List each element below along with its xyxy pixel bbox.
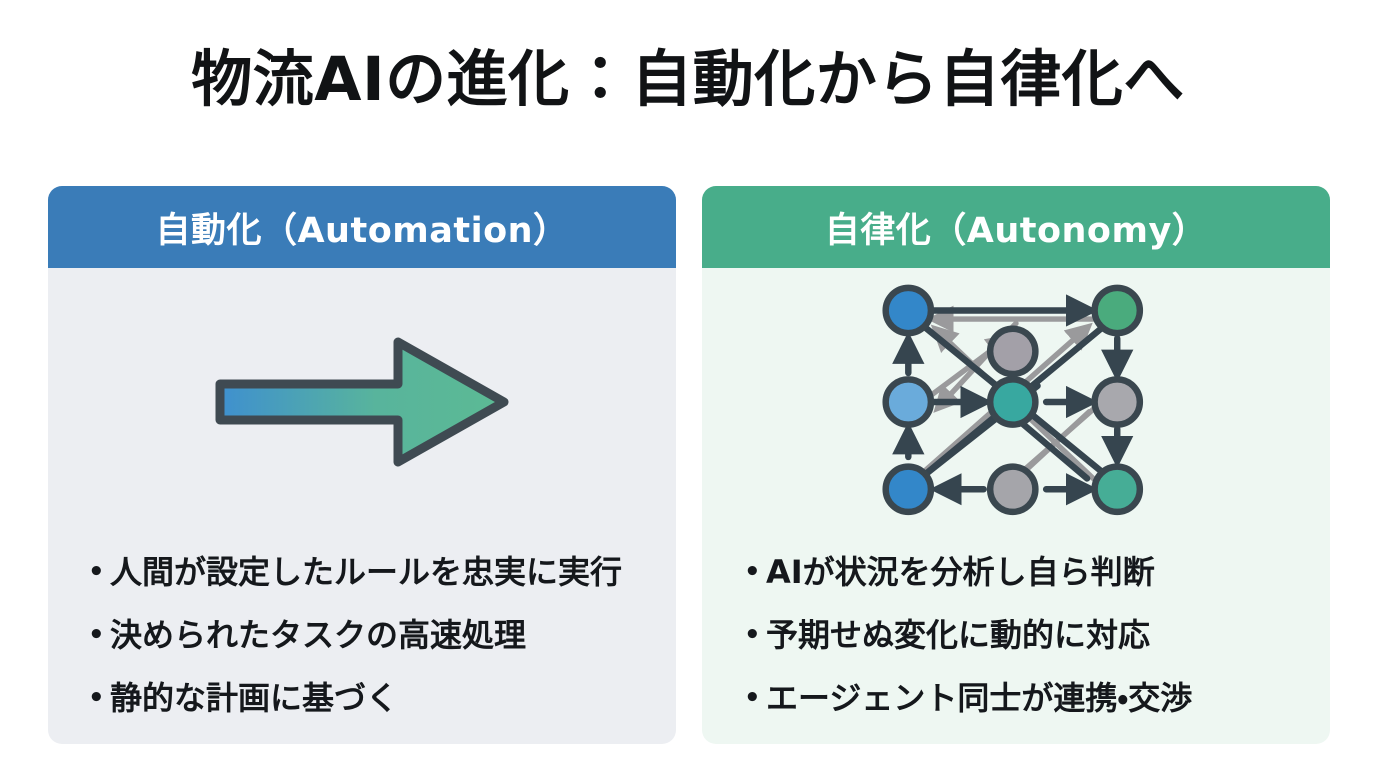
bullet-marker: • bbox=[88, 620, 105, 650]
network-node bbox=[882, 376, 935, 428]
page-title: 物流AIの進化：自動化から自律化へ bbox=[191, 44, 1185, 115]
network-node bbox=[1091, 284, 1144, 337]
list-item-label: 静的な計画に基づく bbox=[110, 679, 399, 717]
list-item-label: 人間が設定したルールを忠実に実行 bbox=[110, 553, 623, 591]
panel-autonomy-header: 自律化（Autonomy） bbox=[702, 186, 1330, 268]
list-item: • 予期せぬ変化に動的に対応 bbox=[744, 615, 1314, 678]
list-item: • 決められたタスクの高速処理 bbox=[88, 615, 658, 678]
panel-automation: 自動化（Automation） • 人間が設定したルールを忠実に実行 • 決めら… bbox=[48, 186, 676, 744]
automation-bullet-list: • 人間が設定したルールを忠実に実行 • 決められたタスクの高速処理 • 静的な… bbox=[88, 552, 658, 741]
network-node bbox=[1091, 463, 1144, 516]
list-item: • 静的な計画に基づく bbox=[88, 678, 658, 741]
bullet-marker: • bbox=[88, 557, 105, 587]
list-item-label: 決められたタスクの高速処理 bbox=[110, 616, 527, 654]
automation-visual bbox=[48, 268, 676, 536]
network-node bbox=[986, 325, 1039, 378]
list-item: • 人間が設定したルールを忠実に実行 bbox=[88, 552, 658, 615]
panel-automation-header: 自動化（Automation） bbox=[48, 186, 676, 268]
panel-autonomy: 自律化（Autonomy） bbox=[702, 186, 1330, 744]
list-item-label: エージェント同士が連携・交渉 bbox=[766, 679, 1193, 717]
panel-autonomy-title: 自律化（Autonomy） bbox=[824, 210, 1208, 251]
bullet-marker: • bbox=[744, 683, 761, 713]
right-arrow-icon bbox=[215, 337, 509, 467]
list-item: • AIが状況を分析し自ら判断 bbox=[744, 552, 1314, 615]
network-node bbox=[882, 284, 935, 337]
network-node bbox=[1091, 376, 1144, 428]
bullet-marker: • bbox=[88, 683, 105, 713]
network-node bbox=[882, 463, 935, 516]
autonomy-visual bbox=[702, 268, 1330, 536]
bullet-marker: • bbox=[744, 557, 761, 587]
network-node bbox=[986, 376, 1039, 428]
panel-automation-title: 自動化（Automation） bbox=[155, 210, 569, 251]
network-node bbox=[986, 463, 1039, 516]
list-item: • エージェント同士が連携・交渉 bbox=[744, 678, 1314, 741]
list-item-label: 予期せぬ変化に動的に対応 bbox=[766, 616, 1151, 654]
agent-network-icon bbox=[882, 284, 1144, 516]
bullet-marker: • bbox=[744, 620, 761, 650]
autonomy-bullet-list: • AIが状況を分析し自ら判断 • 予期せぬ変化に動的に対応 • エージェント同… bbox=[744, 552, 1314, 741]
list-item-label: AIが状況を分析し自ら判断 bbox=[766, 553, 1155, 591]
